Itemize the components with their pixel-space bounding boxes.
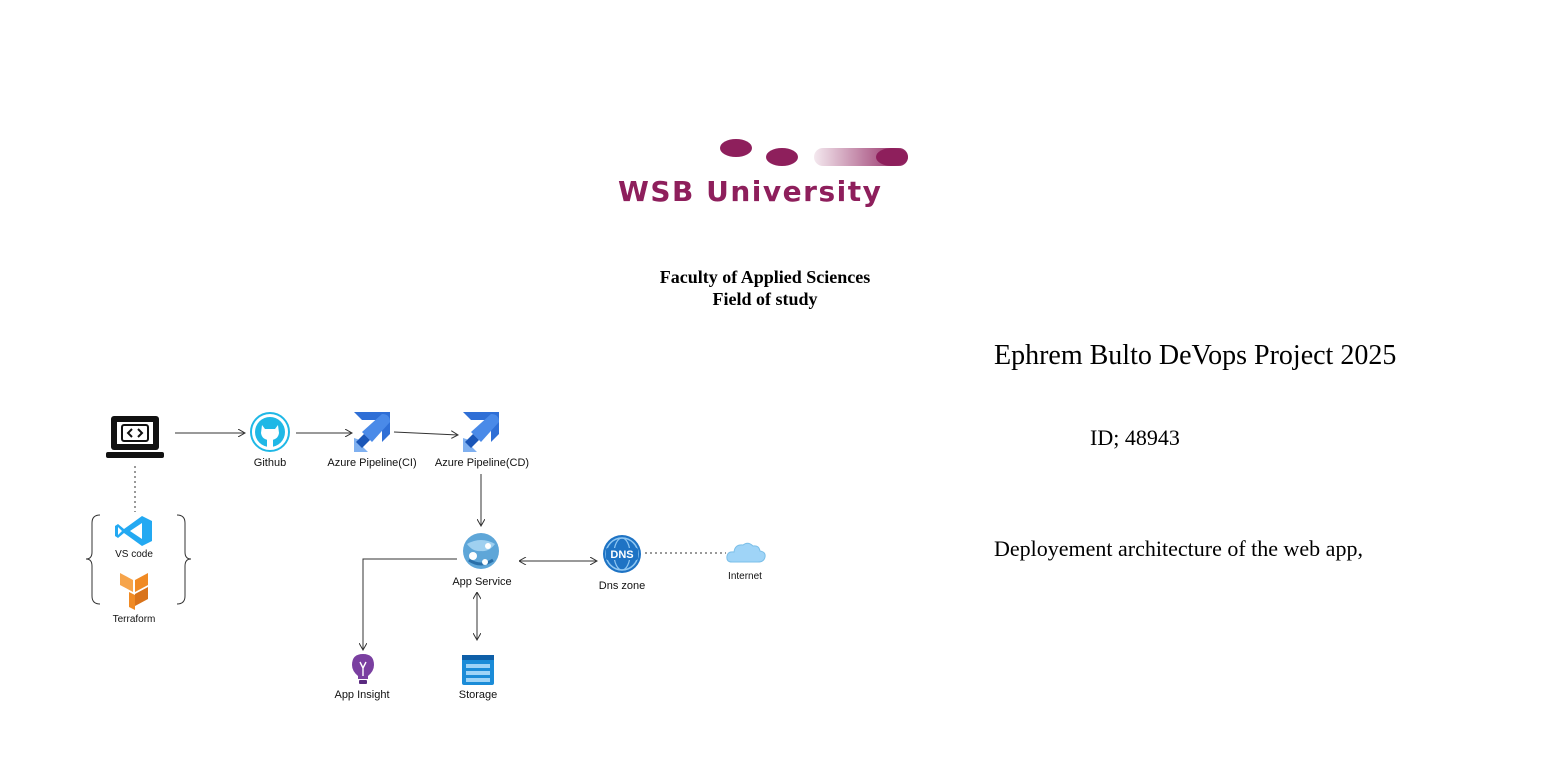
tools-right-brace (176, 514, 192, 605)
diagram-description: Deployement architecture of the web app, (994, 536, 1363, 561)
laptop-code-icon (106, 414, 164, 467)
azure-pipelines-ci-icon (352, 410, 392, 459)
lightbulb-icon (350, 652, 376, 691)
svg-text:DNS: DNS (610, 549, 633, 561)
github-label: Github (253, 457, 287, 469)
app-service-icon (461, 530, 501, 577)
tools-left-brace (85, 514, 101, 605)
vscode-icon (114, 514, 154, 553)
student-id: ID; 48943 (1090, 425, 1180, 450)
azure-pipeline-cd-label: Azure Pipeline(CD) (434, 457, 530, 469)
app-service-label: App Service (452, 576, 512, 588)
cloud-icon (726, 540, 766, 569)
edge-appservice-appinsight (363, 558, 457, 650)
azure-pipelines-cd-icon (461, 410, 501, 459)
github-icon (250, 411, 290, 458)
internet-label: Internet (728, 571, 762, 582)
edge-ci-cd (393, 432, 458, 435)
vscode-label: VS code (115, 549, 153, 560)
field-of-study: Field of study (712, 289, 818, 309)
logo-text: WSB University (618, 175, 883, 208)
app-insight-label: App Insight (334, 689, 390, 701)
logo-dots-graphic (720, 139, 908, 166)
storage-icon (461, 654, 495, 691)
terraform-icon (115, 570, 155, 617)
terraform-label: Terraform (112, 614, 156, 625)
faculty-name: Faculty of Applied Sciences (659, 267, 871, 287)
dns-zone-label: Dns zone (598, 580, 646, 592)
dns-icon: DNS (602, 534, 642, 579)
azure-pipeline-ci-label: Azure Pipeline(CI) (327, 457, 417, 469)
project-title: Ephrem Bulto DeVops Project 2025 (994, 340, 1397, 371)
storage-label: Storage (458, 689, 498, 701)
wsb-logo (612, 134, 912, 214)
faculty-heading: Faculty of Applied Sciences Field of stu… (600, 266, 930, 310)
